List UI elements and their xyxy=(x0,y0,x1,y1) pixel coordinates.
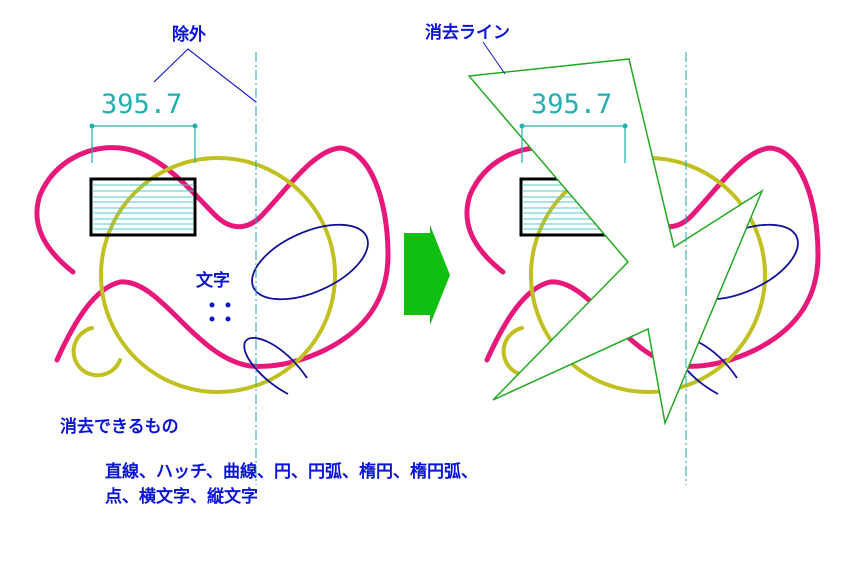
after-panel: 395.7 消去ライン xyxy=(425,22,818,486)
erasable-heading: 消去できるもの xyxy=(60,416,179,437)
text-sample: 文字 xyxy=(196,270,230,291)
erasable-list-line2: 点、横文字、縦文字 xyxy=(105,486,258,507)
erasable-list-line1: 直線、ハッチ、曲線、円、円弧、楕円、楕円弧、 xyxy=(105,461,478,482)
dimension-value: 395.7 xyxy=(101,89,182,120)
dimension-value-after: 395.7 xyxy=(531,89,612,120)
arrow-right-icon xyxy=(404,225,450,325)
exclude-leader xyxy=(153,48,257,103)
erase-line-label: 消去ライン xyxy=(425,22,510,43)
exclude-label: 除外 xyxy=(172,24,206,45)
before-panel: 395.7 除外 文字 xyxy=(37,24,388,486)
erase-line-polygon xyxy=(467,58,764,426)
erase-line-leader xyxy=(482,41,506,75)
